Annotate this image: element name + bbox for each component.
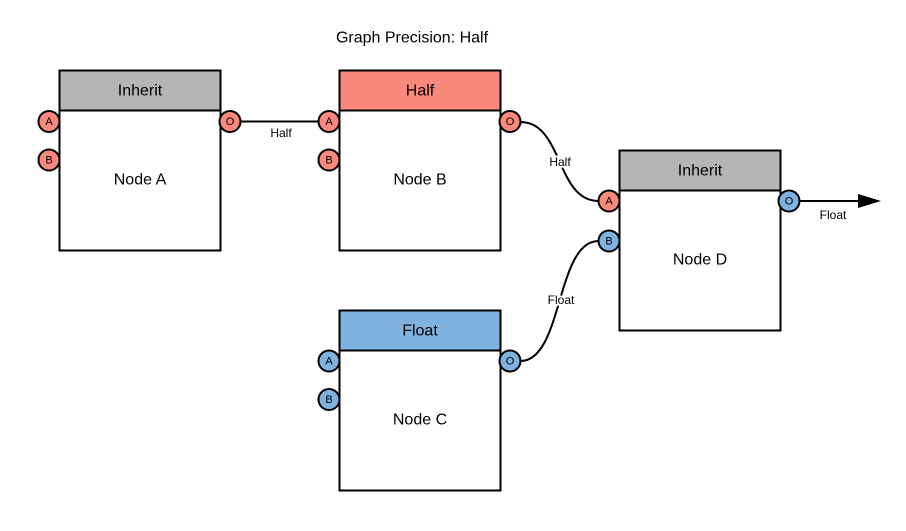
node-d-port-in-b (597, 229, 621, 253)
node-a-header-label: Inherit (118, 83, 163, 100)
node-a-port-out (218, 110, 242, 133)
node-a-label: Node A (114, 172, 167, 189)
node-b-port-in-b-label: B (325, 155, 332, 167)
node-a-port-out-label: O (226, 116, 235, 128)
node-b-port-in-a (317, 110, 341, 133)
node-c-port-out (498, 349, 522, 373)
node-a-port-in-b (37, 148, 61, 172)
node-a-port-in-a (37, 110, 61, 133)
node-c-port-out-label: O (506, 356, 515, 368)
edge-d-out-label: Float (820, 208, 847, 222)
node-c-label: Node C (393, 412, 447, 429)
edge-c-to-d-curve (520, 240, 599, 362)
node-b-port-in-a-label: A (325, 116, 333, 128)
node-d-port-out-label: O (785, 196, 794, 208)
node-d: Inherit Node D A B O (597, 149, 801, 332)
node-a-header (58, 69, 222, 112)
node-c-header (338, 309, 502, 352)
node-b-label: Node B (393, 172, 446, 189)
node-d-port-in-a-label: A (605, 196, 613, 208)
edge-c-to-d-label: Float (548, 293, 575, 307)
node-a-port-in-b-label: B (45, 155, 52, 167)
edge-c-out-to-d-in-b: Float (520, 240, 599, 362)
node-c-port-in-a (317, 349, 341, 373)
node-a: Inherit Node A A B O (37, 69, 242, 252)
edge-a-out-to-b-in-a: Half (240, 120, 319, 142)
node-d-port-out (777, 189, 801, 213)
node-b-header (338, 69, 502, 112)
edge-a-to-b-label: Half (270, 126, 292, 140)
node-d-port-in-a (597, 189, 621, 213)
node-b-port-in-b (317, 148, 341, 172)
node-c-port-in-a-label: A (325, 356, 333, 368)
edge-b-to-d-curve (520, 121, 599, 202)
node-b-header-label: Half (406, 83, 435, 100)
node-d-port-in-b-label: B (605, 236, 612, 248)
node-c-port-in-b (317, 388, 341, 411)
node-d-header (618, 149, 782, 192)
node-b-port-out (498, 110, 522, 133)
edge-b-out-to-d-in-a: Half (520, 121, 599, 202)
node-b: Half Node B A B O (317, 69, 522, 252)
node-b-port-out-label: O (506, 116, 515, 128)
edge-d-out: Float (799, 194, 881, 224)
edge-d-out-arrowhead (858, 194, 881, 208)
node-c: Float Node C A B O (317, 309, 522, 492)
node-a-port-in-a-label: A (45, 116, 53, 128)
node-c-port-in-b-label: B (325, 394, 332, 406)
edge-b-to-d-label: Half (549, 155, 571, 169)
node-d-label: Node D (673, 252, 727, 269)
node-c-header-label: Float (402, 323, 438, 340)
node-d-header-label: Inherit (678, 163, 723, 180)
diagram-title: Graph Precision: Half (336, 30, 489, 47)
